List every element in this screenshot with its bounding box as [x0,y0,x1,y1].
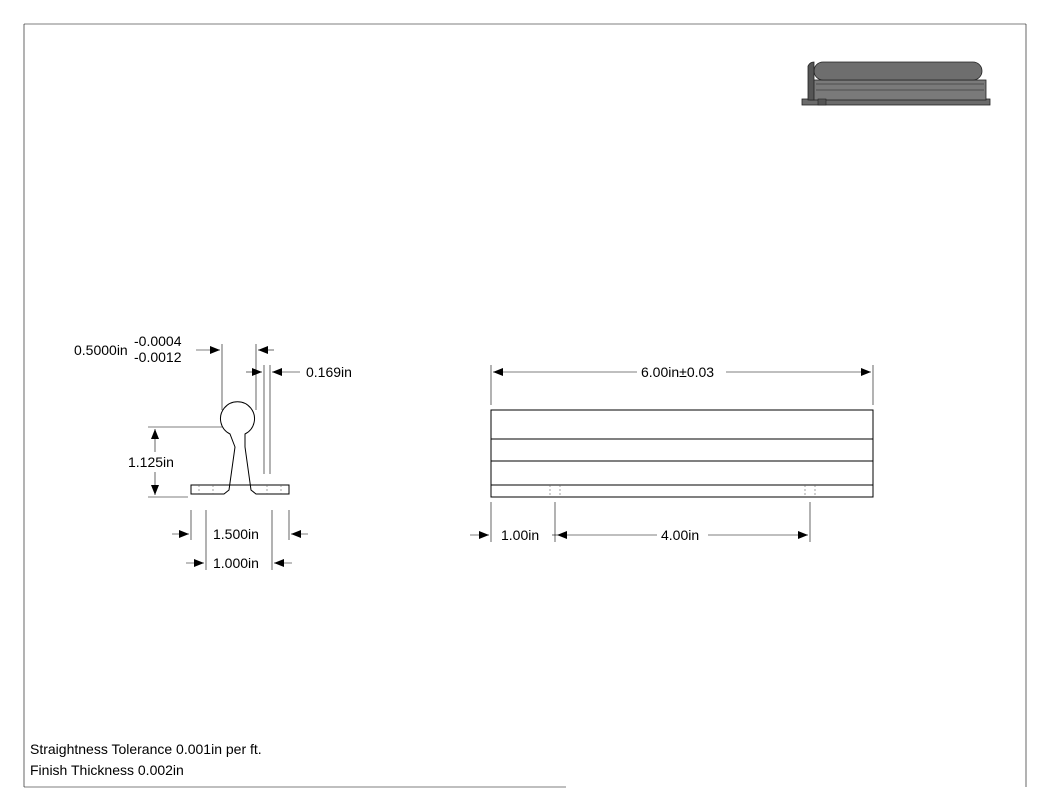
hole-spacing-label: 1.000in [213,555,259,571]
side-view-dimensions [470,365,874,542]
section-view-rail-profile [190,401,290,495]
sheet-border [23,23,1027,788]
straightness-note: Straightness Tolerance 0.001in per ft. [30,741,262,757]
diameter-tolerance-upper-label: -0.0004 [134,333,182,349]
web-thickness-label: 0.169in [306,364,352,380]
section-view-dimensions [148,344,308,570]
side-view-rail [490,409,874,498]
base-width-label: 1.500in [213,526,259,542]
drawing-notes: Straightness Tolerance 0.001in per ft. F… [30,739,262,781]
isometric-view [801,61,991,106]
hole-pitch-label: 4.00in [661,527,699,543]
height-label: 1.125in [128,454,174,470]
diameter-nominal-label: 0.5000in [74,342,128,358]
diameter-tolerance-lower-label: -0.0012 [134,349,182,365]
overall-length-label: 6.00in±0.03 [641,364,714,380]
hole-offset-label: 1.00in [501,527,539,543]
finish-note: Finish Thickness 0.002in [30,762,184,778]
